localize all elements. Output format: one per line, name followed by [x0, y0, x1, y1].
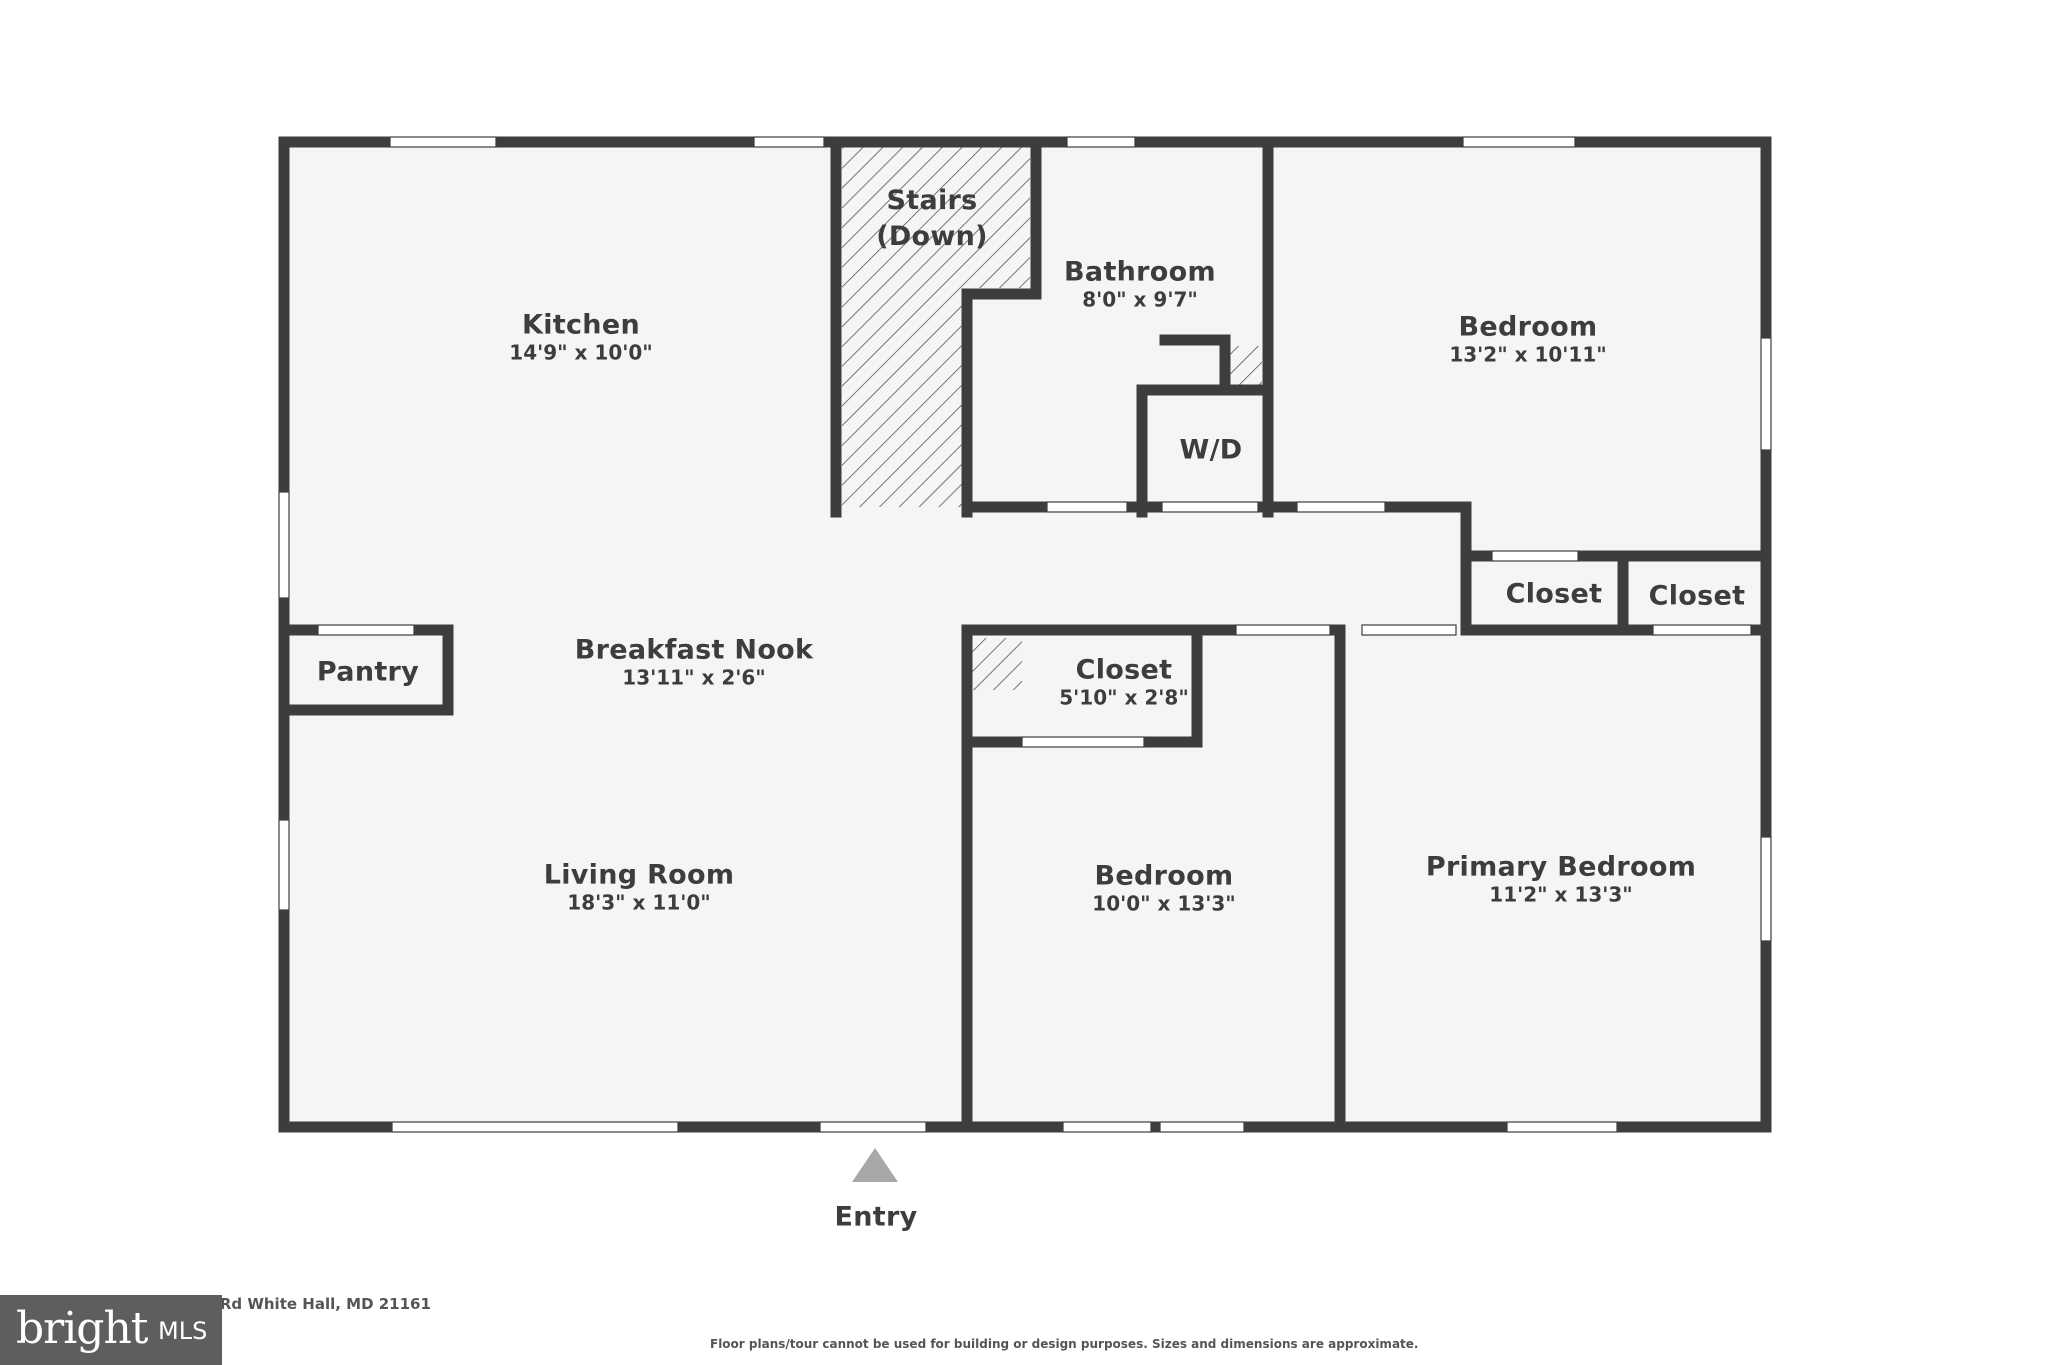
- closet-hall-1-label: Closet: [1505, 578, 1603, 610]
- stairs-label: Stairs (Down): [876, 185, 988, 252]
- primary-bedroom-dims: 11'2" x 13'3": [1489, 882, 1633, 907]
- disclaimer-text: Floor plans/tour cannot be used for buil…: [710, 1337, 1419, 1351]
- primary-bedroom-name: Primary Bedroom: [1425, 851, 1697, 883]
- closet-bedroom-dims: 5'10" x 2'8": [1059, 685, 1189, 710]
- logo-brand: bright: [16, 1303, 148, 1354]
- bedroom-bottom-dims: 10'0" x 13'3": [1092, 891, 1236, 916]
- closet-hall-2-label: Closet: [1648, 580, 1746, 612]
- closet-bedroom-name: Closet: [1075, 654, 1173, 686]
- bath-fixture-hatch: [1225, 346, 1262, 385]
- living-room-label: Living Room 18'3" x 11'0": [544, 860, 735, 915]
- living-room-name: Living Room: [543, 859, 735, 891]
- washer-dryer-label: W/D: [1179, 434, 1243, 466]
- primary-bedroom-label: Primary Bedroom 11'2" x 13'3": [1426, 852, 1696, 907]
- living-room-dims: 18'3" x 11'0": [567, 890, 711, 915]
- closet-bedroom-label: Closet 5'10" x 2'8": [1059, 655, 1189, 710]
- breakfast-nook-dims: 13'11" x 2'6": [622, 665, 766, 690]
- entry-arrow-icon: [852, 1148, 898, 1182]
- bedroom-top-label: Bedroom 13'2" x 10'11": [1449, 312, 1606, 367]
- bright-mls-logo: bright MLS: [0, 1295, 222, 1365]
- kitchen-name: Kitchen: [522, 309, 640, 341]
- breakfast-nook-name: Breakfast Nook: [574, 634, 814, 666]
- bedroom-top-name: Bedroom: [1458, 311, 1598, 343]
- stairs-hatch: [842, 147, 1030, 507]
- pantry-label: Pantry: [316, 656, 420, 688]
- kitchen-label: Kitchen 14'9" x 10'0": [509, 310, 652, 365]
- entry-label: Entry: [834, 1201, 918, 1233]
- bathroom-label: Bathroom 8'0" x 9'7": [1064, 257, 1216, 312]
- closet-fixture-hatch: [972, 638, 1022, 690]
- bathroom-dims: 8'0" x 9'7": [1082, 287, 1198, 312]
- bedroom-bottom-label: Bedroom 10'0" x 13'3": [1092, 861, 1235, 916]
- bedroom-bottom-name: Bedroom: [1094, 860, 1234, 892]
- kitchen-dims: 14'9" x 10'0": [509, 340, 653, 365]
- bathroom-name: Bathroom: [1064, 256, 1216, 288]
- logo-suffix: MLS: [158, 1317, 208, 1345]
- breakfast-nook-label: Breakfast Nook 13'11" x 2'6": [575, 635, 814, 690]
- bedroom-top-dims: 13'2" x 10'11": [1449, 342, 1607, 367]
- openings: [278, 136, 1772, 1133]
